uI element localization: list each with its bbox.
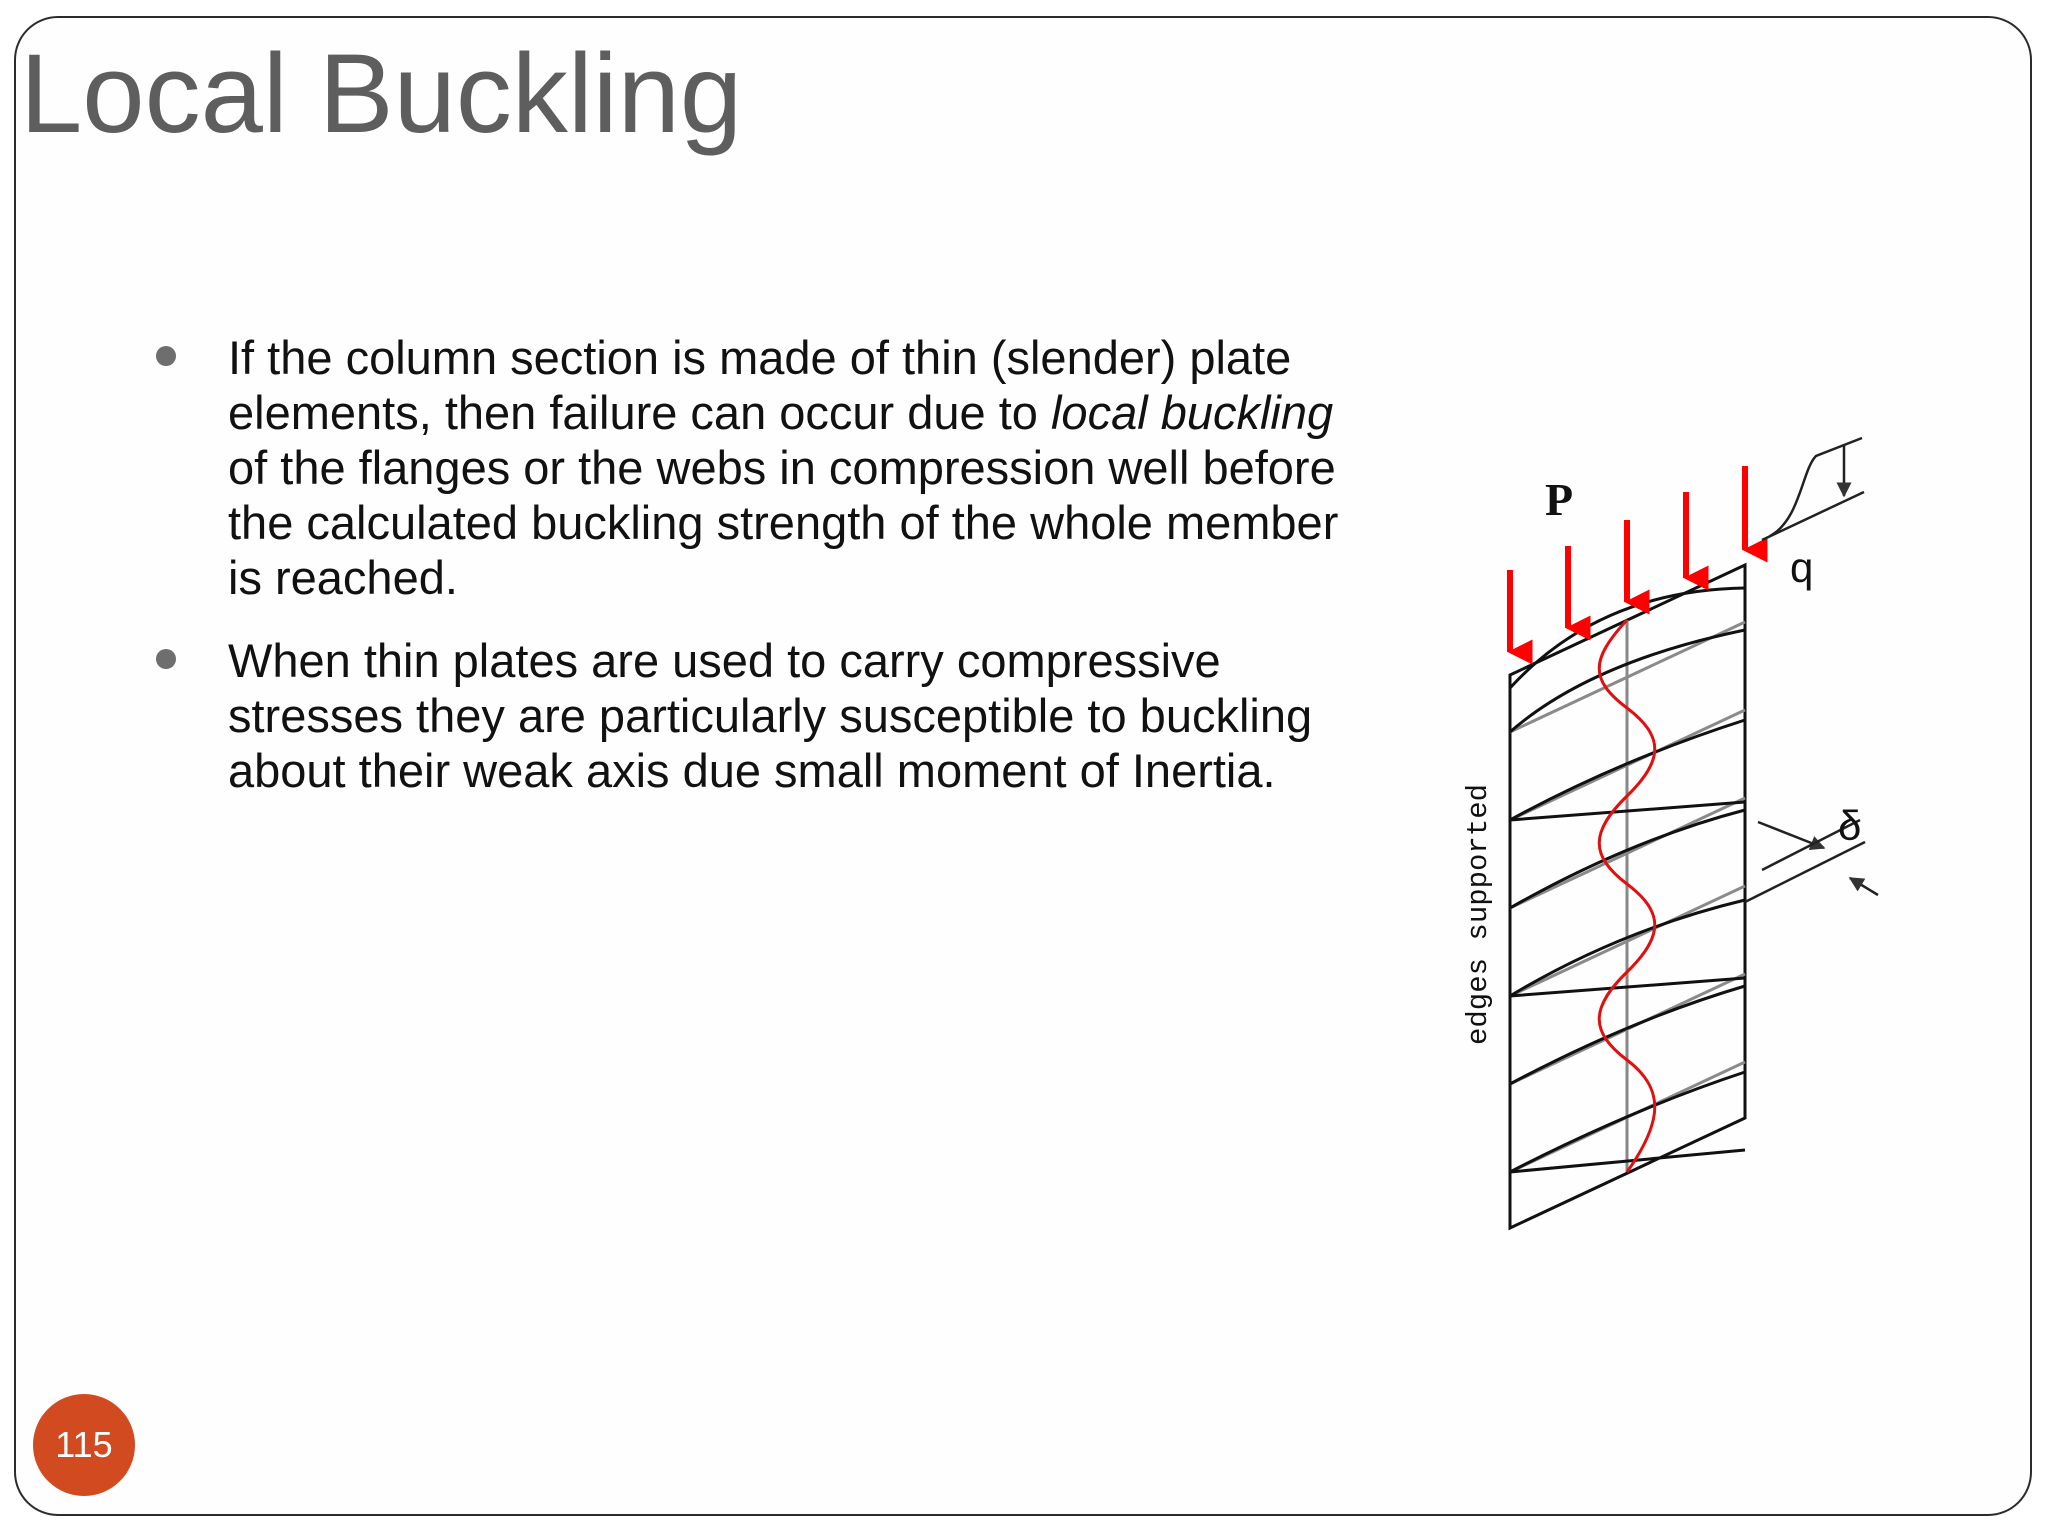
node-lines-black bbox=[1508, 586, 1746, 1174]
bullet-text-2: When thin plates are used to carry compr… bbox=[228, 633, 1368, 798]
bullet-dot-icon bbox=[156, 346, 176, 366]
slide-number-badge: 115 bbox=[33, 1394, 135, 1496]
bullet-1-text-end: of the flanges or the webs in compressio… bbox=[228, 441, 1339, 604]
q-label: q bbox=[1790, 544, 1813, 591]
delta-label: δ bbox=[1838, 802, 1861, 849]
plate-outline bbox=[1508, 562, 1747, 1231]
buckled-wave-curve bbox=[1597, 618, 1657, 1173]
slide-frame bbox=[14, 16, 2032, 1516]
bullet-2-text: When thin plates are used to carry compr… bbox=[228, 634, 1313, 797]
bullet-list: If the column section is made of thin (s… bbox=[148, 330, 1368, 826]
bullet-1-text-start: If the column section is made of thin (s… bbox=[228, 331, 1292, 439]
bullet-item-1: If the column section is made of thin (s… bbox=[148, 330, 1368, 605]
q-inset bbox=[1761, 436, 1865, 542]
bullet-dot-icon bbox=[156, 649, 176, 669]
slide-title: Local Buckling bbox=[20, 31, 743, 156]
delta-dimension bbox=[1744, 818, 1879, 904]
load-arrows bbox=[1507, 466, 1768, 665]
bullet-item-2: When thin plates are used to carry compr… bbox=[148, 633, 1368, 798]
bullet-text-1: If the column section is made of thin (s… bbox=[228, 330, 1368, 605]
load-label: P bbox=[1545, 474, 1573, 525]
edges-supported-label: edges supported bbox=[1462, 784, 1495, 1045]
slide-number-text: 115 bbox=[55, 1424, 113, 1465]
bullet-1-emphasis: local buckling bbox=[1050, 386, 1334, 439]
local-buckling-figure: P q δ edges supported bbox=[1440, 430, 1910, 1240]
plate-buckling-diagram: P q δ edges supported bbox=[1462, 436, 1879, 1231]
